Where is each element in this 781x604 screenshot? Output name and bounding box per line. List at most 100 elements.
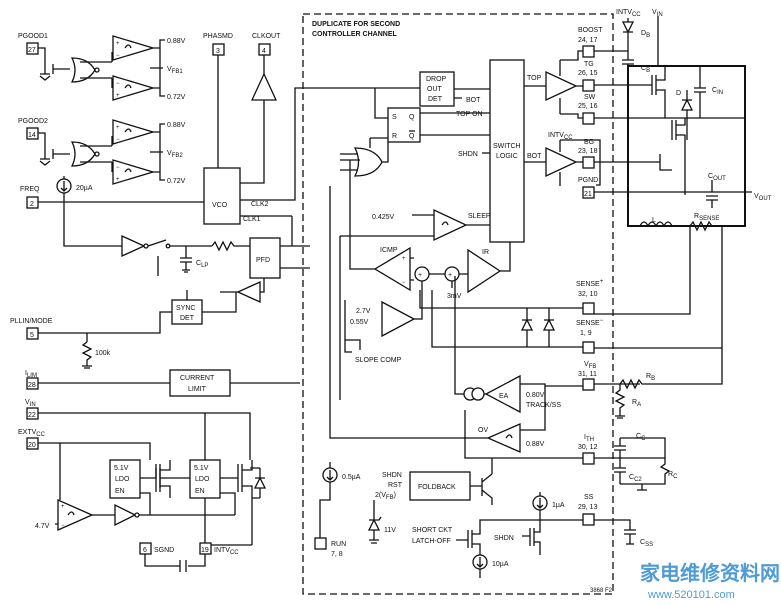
pin-num-pgnd: 21 — [584, 191, 592, 198]
ldo2-ldo: LDO — [195, 476, 210, 483]
bot-dropout-label: BOT — [466, 97, 481, 104]
sleep-comparator — [433, 208, 468, 242]
pin-num-bg: 23, 18 — [578, 148, 598, 155]
ldo2-diode — [253, 476, 267, 489]
pin-label-ilim: ILIM — [25, 370, 37, 379]
clk1-label: CLK1 — [243, 216, 261, 223]
slope-055v: 0.55V — [350, 319, 369, 326]
current-limit-block[interactable] — [169, 369, 231, 397]
pin-label-pgnd: PGND — [578, 177, 598, 184]
dropout-det-block[interactable] — [419, 71, 455, 107]
sleep-0425v: 0.425V — [372, 214, 395, 221]
rb-resistor — [619, 348, 723, 390]
sr-latch[interactable] — [387, 107, 421, 143]
run-05ua: 0.5µA — [342, 474, 361, 481]
ra-resistor — [614, 384, 626, 419]
foldback-block[interactable] — [409, 471, 471, 501]
pin-num-clkout: 4 — [262, 48, 266, 55]
pin-boost — [582, 45, 595, 58]
pll-inverter — [121, 234, 146, 258]
duplicate-note-line2: CONTROLLER CHANNEL — [312, 31, 397, 38]
pin-num-ss: 29, 13 — [578, 504, 598, 511]
intvcc-top-label: INTVCC — [616, 9, 641, 18]
latch-s: S — [392, 114, 397, 121]
pin-label-tg: TG — [584, 61, 594, 68]
pin-label-pgood1: PGOOD1 — [18, 33, 48, 40]
cin-capacitor — [694, 66, 706, 118]
ea-080v: 0.80V — [526, 392, 545, 399]
sleep-label: SLEEP — [468, 213, 491, 220]
pin-num-pgood1: 27 — [28, 47, 36, 54]
ov-comparator — [486, 423, 521, 453]
ss-1ua: 1µA — [552, 502, 565, 509]
duplicate-note-line1: DUPLICATE FOR SECOND — [312, 21, 400, 28]
cout-capacitor — [706, 180, 718, 208]
bot-label: BOT — [527, 153, 542, 160]
duplicate-channel-box — [302, 13, 614, 595]
ldo1-ldo: LDO — [115, 476, 130, 483]
pgood1-088v: 0.88V — [167, 38, 186, 45]
switch-logic-block[interactable] — [489, 59, 525, 243]
watermark-url: www.520101.com — [647, 589, 735, 601]
pll-resistor — [211, 240, 250, 252]
slope-comp-label: SLOPE COMP — [355, 357, 402, 364]
shdn-switch-label: SHDN — [458, 151, 478, 158]
pin-num-sgnd: 6 — [143, 547, 147, 554]
pin-num-senseplus: 32, 10 — [578, 291, 598, 298]
current-limit-line2: LIMIT — [188, 386, 207, 393]
ldo2-v: 5.1V — [194, 465, 209, 472]
ov-label: OV — [478, 427, 488, 434]
top-gate-driver — [545, 70, 578, 102]
cb-label: CB — [641, 65, 650, 74]
top-on-label: TOP ON — [456, 111, 483, 118]
ldo1-block[interactable] — [109, 459, 141, 499]
pin-num-pllin: 5 — [30, 332, 34, 339]
pin-label-pgood2: PGOOD2 — [18, 118, 48, 125]
pin-label-ith: ITH — [584, 434, 594, 443]
rsense-resistor — [689, 220, 713, 232]
rb-label: RB — [646, 373, 655, 382]
ss-reset-fet — [522, 520, 541, 555]
pfd-label: PFD — [256, 257, 270, 264]
svg-text:−: − — [116, 165, 120, 171]
pin-label-vfb: VFB — [584, 361, 596, 370]
ir-amplifier — [467, 248, 502, 294]
ea-track-ss: TRACK/SS — [526, 402, 561, 409]
latch-r: R — [392, 133, 397, 140]
vco-block[interactable] — [203, 167, 241, 225]
pgood2-088v: 0.88V — [167, 122, 186, 129]
ldo1-pass-fet — [155, 460, 171, 498]
vco-label: VCO — [212, 202, 228, 209]
pin-label-freq: FREQ — [20, 186, 40, 193]
pgood1-vfb1: VFB1 — [167, 66, 183, 75]
pfd-block[interactable] — [249, 237, 281, 279]
short-ckt-line2: LATCH-OFF — [412, 538, 451, 545]
ov-088v: 0.88V — [526, 441, 545, 448]
power-stage-frame — [627, 65, 746, 227]
freq-20ua: 20µA — [76, 185, 93, 192]
clp-label: CLP — [196, 260, 208, 269]
css-label: CSS — [640, 539, 653, 548]
pin-num-extvcc: 20 — [28, 442, 36, 449]
ldo2-en: EN — [195, 488, 205, 495]
db-diode — [621, 21, 635, 34]
pin-senseminus — [582, 341, 595, 354]
svg-text:−: − — [116, 137, 120, 143]
vin-top-label: VIN — [652, 9, 663, 18]
figure-id: 3868 F2 — [590, 588, 613, 594]
svg-text:−: − — [116, 53, 120, 59]
foldback-label: FOLDBACK — [418, 484, 456, 491]
watermark-cn: 家电维修资料网 — [640, 561, 780, 585]
ra-label: RA — [632, 399, 641, 408]
pin-ith — [582, 452, 595, 465]
cout-label: COUT — [708, 173, 726, 182]
pin-label-sw: SW — [584, 94, 596, 101]
ea-gm-source-2 — [471, 387, 485, 401]
pin-label-clkout: CLKOUT — [252, 33, 281, 40]
foldback-shdn: SHDN — [382, 472, 402, 479]
pin-label-vin: VIN — [25, 399, 36, 408]
pgood2-mosfet — [39, 143, 70, 166]
svg-text:+: + — [402, 256, 406, 262]
pgood2-comp-lower — [112, 159, 156, 185]
pin-label-senseminus: SENSE− — [576, 318, 604, 327]
